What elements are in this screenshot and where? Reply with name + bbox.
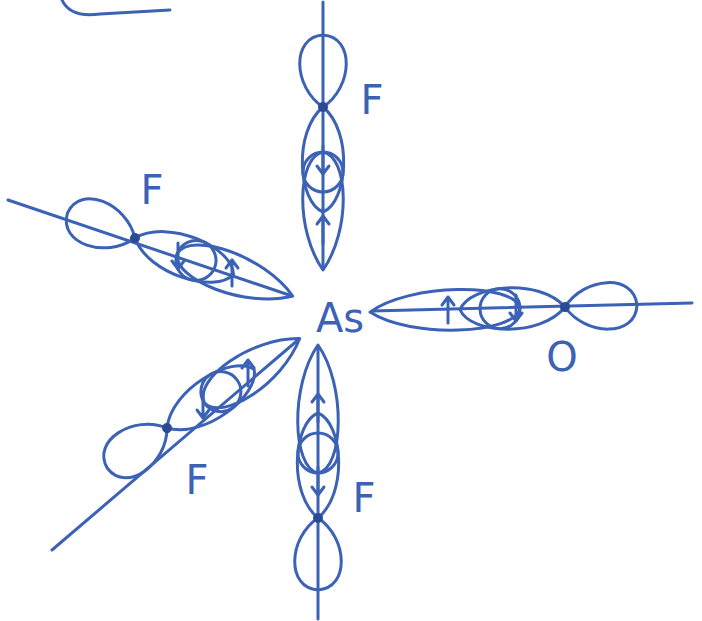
atom-label: F [352,478,375,518]
axis-line [8,200,292,296]
atom-label: F [140,170,163,210]
ligand-orbitals [369,282,637,335]
axis-line [52,340,298,550]
axis-line [372,303,692,311]
atom-label: O [546,337,577,377]
ligand-orbitals [59,191,300,318]
ligand-orbitals [300,35,347,270]
atom-label: F [185,460,208,500]
ligand-orbitals [295,345,342,590]
spin-arrows [172,146,522,495]
central-atom-label: As [316,298,364,338]
atom-label: F [360,80,383,120]
cropped-stroke [62,0,170,15]
